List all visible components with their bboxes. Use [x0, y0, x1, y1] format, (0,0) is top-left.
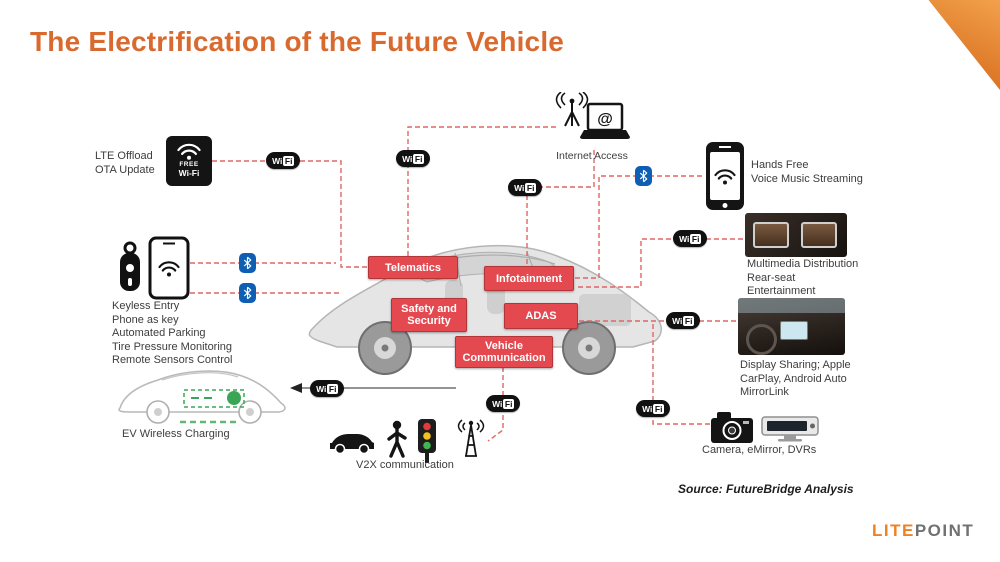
lte-offload-text: LTE Offload OTA Update	[95, 150, 155, 177]
multimedia-line-3: Entertainment	[747, 285, 816, 297]
wifi-wi-text: Wi	[272, 155, 283, 166]
keyless-line-2: Phone as key	[112, 313, 179, 326]
ev-charging-label: EV Wireless Charging	[122, 428, 230, 440]
display-sharing-text: Display Sharing; Apple CarPlay, Android …	[740, 359, 851, 400]
module-safety-security: Safety and Security	[391, 298, 467, 332]
wifi-fi-text: Fi	[503, 398, 514, 409]
handsfree-line-2: Voice Music Streaming	[751, 172, 863, 185]
handsfree-phone-icon	[706, 142, 744, 210]
keyless-line-5: Remote Sensors Control	[112, 354, 233, 366]
wifi-wi-text: Wi	[492, 398, 503, 409]
pedestrian-icon	[387, 420, 407, 458]
traffic-light-icon	[418, 419, 436, 463]
multimedia-line-1: Multimedia Distribution	[747, 258, 859, 270]
camera-label: Camera, eMirror, DVRs	[702, 444, 817, 456]
internet-access-label: Internet Access	[556, 150, 628, 162]
wifi-wi-text: Wi	[402, 153, 413, 164]
phone-as-key-icon	[148, 236, 190, 300]
v2x-car-icon	[330, 434, 374, 455]
wifi-fi-text: Fi	[327, 383, 338, 394]
keyless-line-1: Keyless Entry	[112, 300, 180, 312]
keyless-line-4: Tire Pressure Monitoring	[112, 340, 233, 353]
logo-lite-text: LITE	[872, 521, 915, 540]
wifi-fi-text: Fi	[683, 315, 694, 326]
free-label: FREE	[179, 161, 199, 168]
steering-wheel	[746, 324, 777, 355]
wifi-wi-text: Wi	[642, 403, 653, 414]
litepoint-logo: LITEPOINT	[872, 521, 974, 541]
wifi-fi-text: Fi	[525, 182, 536, 193]
dashboard-windshield	[738, 298, 845, 313]
lte-line-1: LTE Offload	[95, 150, 153, 162]
wifi-wi-text: Wi	[316, 383, 327, 394]
emirror-dvr-icon	[761, 416, 819, 442]
ev-arrowhead	[290, 383, 302, 393]
module-telematics: Telematics	[368, 256, 458, 279]
display-line-2: CarPlay, Android Auto	[740, 372, 847, 385]
router-wifi-label: Wi-Fi	[178, 168, 200, 178]
ev-wireless-charging-car	[118, 370, 286, 424]
key-fob-icon	[120, 241, 140, 291]
rear-seat-screen	[801, 222, 837, 248]
dashboard-display-image	[738, 298, 845, 355]
wifi-fi-text: Fi	[283, 155, 294, 166]
rear-seat-screen	[753, 222, 789, 248]
multimedia-text: Multimedia Distribution Rear-seat Entert…	[747, 258, 858, 299]
handsfree-line-1: Hands Free	[751, 159, 809, 171]
wifi-router-icon: FREE Wi-Fi	[166, 136, 212, 186]
wifi-fi-text: Fi	[690, 233, 701, 244]
lte-line-2: OTA Update	[95, 163, 155, 176]
keyless-line-3: Automated Parking	[112, 327, 206, 339]
display-line-3: MirrorLink	[740, 386, 789, 398]
display-line-1: Display Sharing; Apple	[740, 359, 851, 371]
keyless-text: Keyless Entry Phone as key Automated Par…	[112, 300, 232, 368]
module-vehicle-communication: Vehicle Communication	[455, 336, 553, 368]
bluetooth-icon	[239, 283, 256, 303]
wifi-wi-text: Wi	[672, 315, 683, 326]
handsfree-text: Hands Free Voice Music Streaming	[751, 159, 863, 186]
at-symbol: @	[597, 111, 613, 128]
wifi-wi-text: Wi	[514, 182, 525, 193]
wifi-fi-text: Fi	[413, 153, 424, 164]
module-adas: ADAS	[504, 303, 578, 329]
rear-seat-entertainment-image	[745, 213, 847, 257]
bluetooth-icon	[239, 253, 256, 273]
camera-icon	[711, 412, 753, 443]
module-infotainment: Infotainment	[484, 266, 574, 291]
logo-point-text: POINT	[914, 521, 975, 540]
internet-access-icon: @	[555, 92, 630, 139]
wifi-fi-text: Fi	[653, 403, 664, 414]
v2x-label: V2X communication	[356, 459, 454, 471]
source-attribution: Source: FutureBridge Analysis	[678, 482, 854, 496]
dashboard-screen	[780, 321, 808, 340]
roadside-antenna-icon	[457, 419, 485, 457]
page-title: The Electrification of the Future Vehicl…	[30, 26, 565, 57]
bluetooth-icon	[635, 166, 652, 186]
multimedia-line-2: Rear-seat	[747, 271, 796, 284]
wifi-wi-text: Wi	[679, 233, 690, 244]
wifi-arcs-icon	[177, 143, 201, 160]
